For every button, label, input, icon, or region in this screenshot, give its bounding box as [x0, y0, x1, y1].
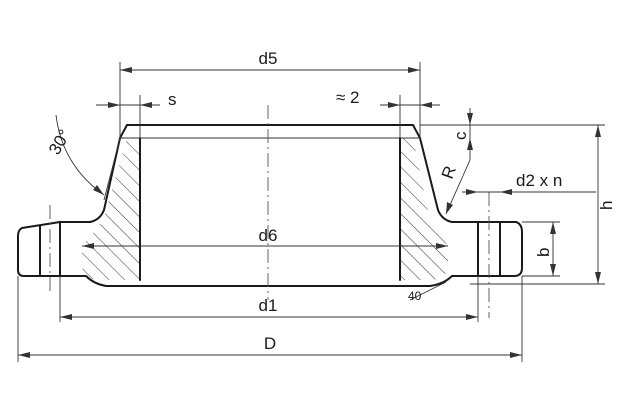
label-c: c	[451, 131, 470, 140]
label-h: h	[597, 201, 616, 210]
label-r40: 40	[408, 289, 422, 303]
label-approx-2: ≈ 2	[336, 88, 360, 107]
left-section-hatch	[82, 138, 140, 280]
label-d2xn: d2 x n	[516, 171, 562, 190]
extension-lines	[17, 62, 605, 362]
center-lines	[49, 105, 490, 318]
label-R: R	[438, 163, 460, 181]
label-angle-30: 30°	[45, 126, 74, 158]
label-b: b	[534, 248, 553, 257]
label-d6: d6	[259, 226, 278, 245]
label-D: D	[264, 334, 276, 353]
dimension-lines	[18, 67, 601, 358]
right-section-hatch	[400, 138, 448, 280]
label-d1: d1	[259, 296, 278, 315]
label-s: s	[168, 90, 177, 109]
label-d5: d5	[259, 49, 278, 68]
